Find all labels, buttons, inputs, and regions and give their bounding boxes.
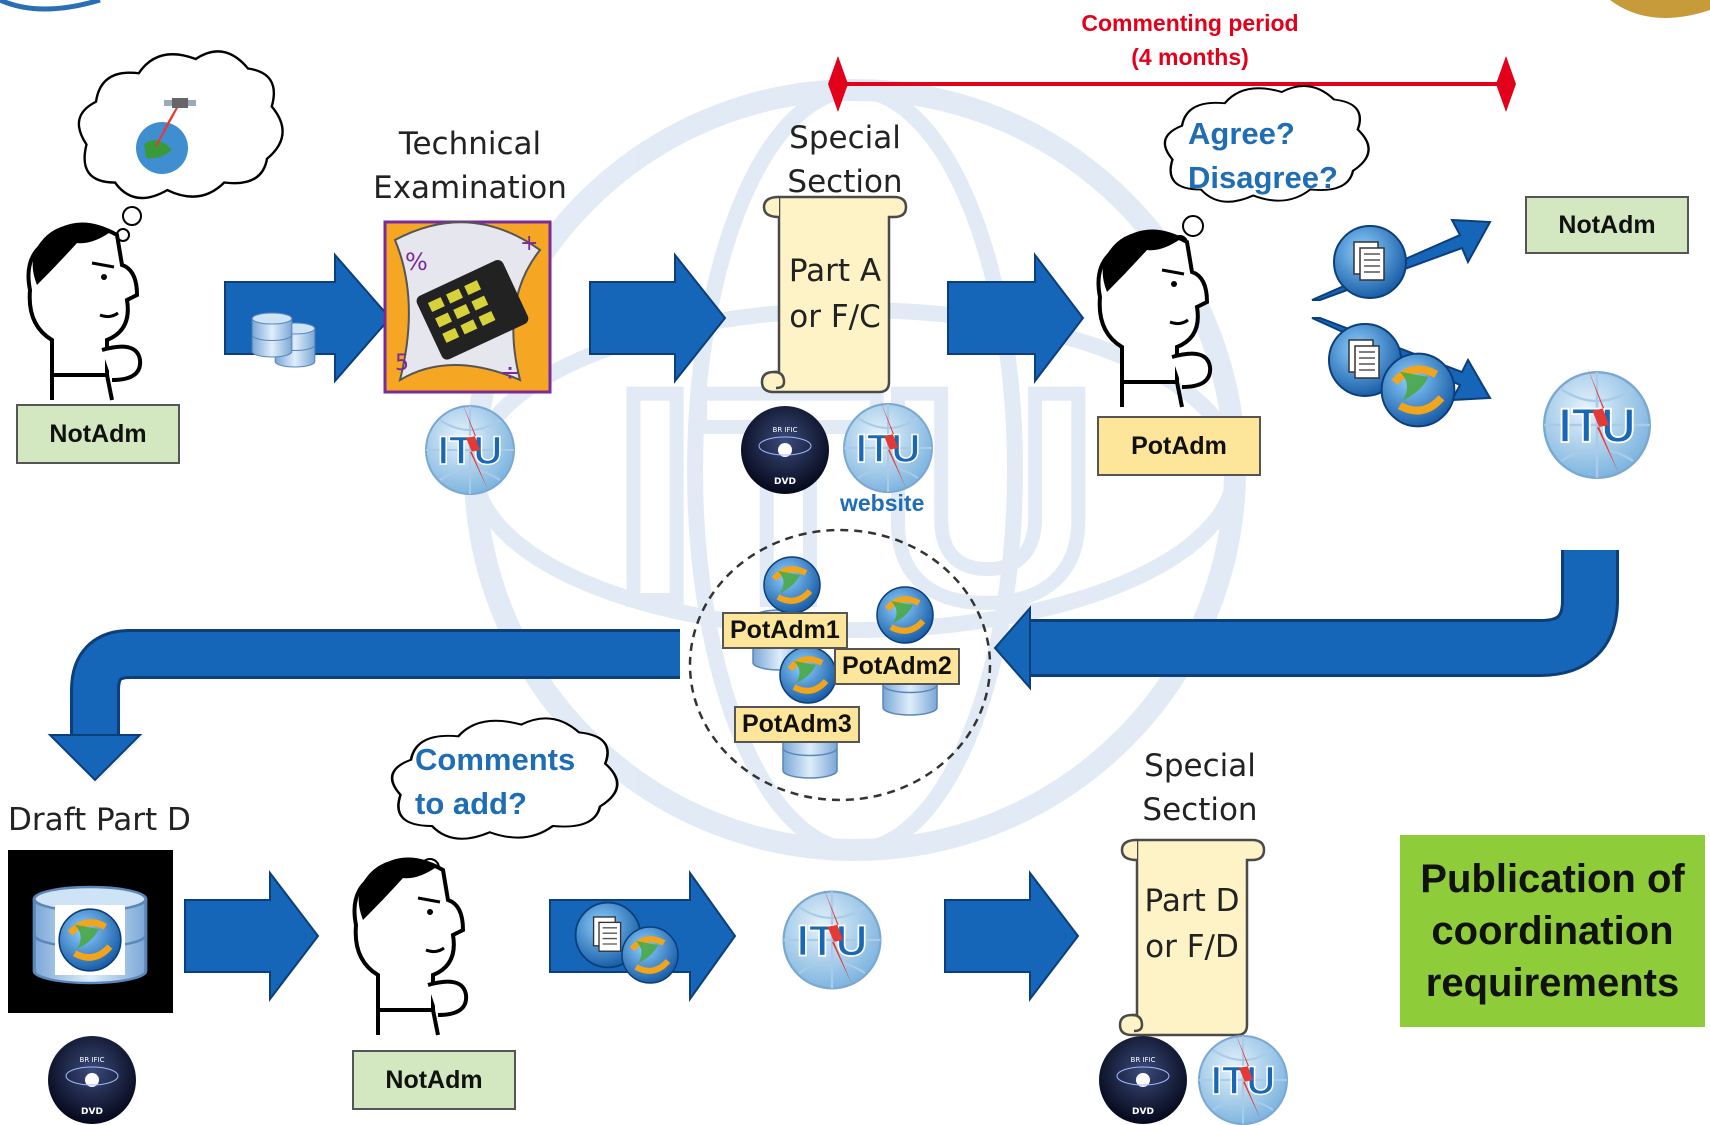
special-section-bottom-label: Special Section	[1100, 744, 1300, 832]
svg-text:%: %	[405, 248, 428, 276]
potadm3-tag: PotAdm3	[734, 706, 860, 743]
svg-text:÷: ÷	[500, 358, 520, 386]
return-arrow-head	[993, 605, 1031, 691]
dvd-icon	[740, 405, 830, 495]
exchange-globe-icon	[59, 909, 121, 971]
publication-box: Publication of coordination requirements	[1400, 835, 1705, 1027]
documents-icon	[1333, 225, 1407, 299]
dvd-icon	[47, 1035, 137, 1125]
arrow-to-draft-head	[47, 734, 143, 782]
corner-logo-right	[1610, 0, 1710, 18]
special-section-bottom-line1: Special	[1144, 748, 1256, 784]
thought-agree-text: Agree? Disagree?	[1188, 112, 1358, 200]
exchange-globe-icon	[764, 557, 820, 613]
draft-part-d-label: Draft Part D	[8, 802, 191, 838]
arrow-to-notadm-review	[184, 870, 320, 1002]
thought-bubble-dot	[1182, 215, 1204, 237]
commenting-period-line1: Commenting period	[1081, 10, 1299, 36]
corner-logo-left	[0, 0, 101, 12]
person-potadm-icon	[1096, 229, 1213, 409]
special-section-top-line1: Special	[789, 120, 901, 156]
publication-line2: coordination	[1431, 909, 1674, 953]
thought-comments-line1: Comments	[415, 742, 576, 777]
potadm-box: PotAdm	[1097, 416, 1261, 476]
exchange-globe-icon	[780, 647, 836, 703]
website-label: website	[840, 490, 925, 516]
notadm-box: NotAdm	[16, 404, 180, 464]
thought-agree-line2: Disagree?	[1188, 160, 1338, 195]
notadm-box: NotAdm	[352, 1050, 516, 1110]
thought-comments-line2: to add?	[415, 786, 527, 821]
arrow-to-special-section	[589, 252, 727, 384]
thought-agree-line1: Agree?	[1188, 116, 1295, 151]
arrow-to-itu	[1311, 317, 1492, 402]
exchange-globe-icon	[622, 927, 678, 983]
technical-examination-line1: Technical	[398, 126, 542, 162]
person-notadm-icon	[26, 222, 143, 402]
special-section-bottom-line2: Section	[1142, 792, 1258, 828]
scroll-part-d-line2: or F/D	[1145, 929, 1239, 965]
scroll-part-d-line1: Part D	[1144, 883, 1240, 919]
scroll-part-a-text: Part A or F/C	[760, 248, 910, 340]
thought-cloud-satellite	[77, 50, 284, 200]
commenting-end-marker	[1496, 56, 1516, 112]
technical-examination-line2: Examination	[373, 170, 567, 206]
calculator-clipart: % ÷ 5 +	[383, 220, 552, 394]
exchange-globe-icon	[1382, 354, 1455, 427]
return-arrow-right	[1030, 550, 1616, 674]
special-section-top-label: Special Section	[735, 116, 955, 204]
notadm-box: NotAdm	[1525, 196, 1689, 254]
thought-comments-text: Comments to add?	[415, 738, 615, 826]
exchange-globe-icon	[877, 587, 933, 643]
itu-logo-icon	[782, 886, 882, 990]
dvd-icon	[1098, 1035, 1188, 1125]
potadm1-tag: PotAdm1	[722, 612, 848, 649]
commenting-period-line2: (4 months)	[1131, 44, 1249, 70]
scroll-part-a-line1: Part A	[788, 253, 882, 289]
scroll-part-d-text: Part D or F/D	[1117, 878, 1267, 970]
thought-bubble-dot	[122, 206, 142, 226]
arrow-to-special-section-bottom	[944, 870, 1080, 1002]
satellite-globe-icon	[136, 98, 196, 174]
technical-examination-label: Technical Examination	[350, 122, 590, 210]
potadm2-tag: PotAdm2	[834, 648, 960, 685]
scroll-part-a-line2: or F/C	[789, 299, 881, 335]
arrow-to-potadm	[947, 252, 1085, 384]
arrow-to-draft	[73, 632, 680, 735]
commenting-period-label: Commenting period (4 months)	[1040, 6, 1340, 74]
commenting-start-marker	[828, 56, 848, 112]
potadm-databases-group	[688, 528, 992, 802]
person-notadm-review-icon	[352, 857, 469, 1037]
svg-text:+: +	[520, 231, 538, 256]
arrow-to-notadm	[1311, 218, 1492, 301]
database-icon	[251, 312, 293, 358]
publication-line3: requirements	[1425, 961, 1680, 1005]
itu-logo-icon	[1198, 1031, 1288, 1125]
special-section-top-line2: Section	[787, 164, 903, 200]
itu-logo-icon	[1542, 366, 1652, 479]
publication-line1: Publication of	[1420, 857, 1685, 901]
svg-text:5: 5	[395, 351, 409, 376]
